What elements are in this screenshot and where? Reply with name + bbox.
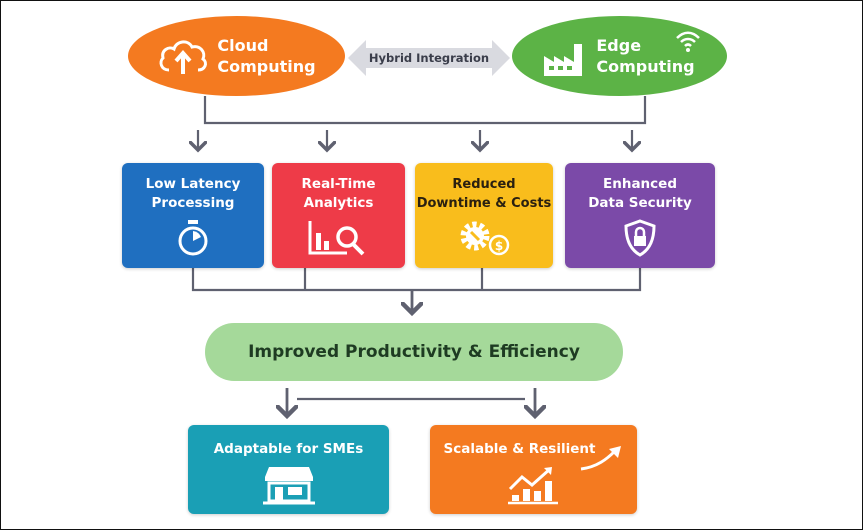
edge-title-line2: Computing (596, 57, 695, 76)
chart-magnifier-icon (308, 221, 364, 256)
edge-computing-node: Edge Computing (512, 16, 727, 96)
double-arrow-icon (348, 40, 510, 76)
wifi-icon (676, 31, 700, 52)
cloud-title-line2: Computing (217, 57, 316, 76)
benefit-title-line2: Analytics (303, 195, 374, 211)
outcome-card-scalable: Scalable & Resilient (430, 425, 637, 514)
cloud-title-line1: Cloud (217, 36, 269, 55)
edge-title-line1: Edge (596, 36, 642, 55)
benefit-title-line2: Data Security (588, 195, 692, 211)
trend-arrow-icon (580, 446, 621, 471)
shield-lock-icon (624, 219, 656, 257)
outcome-title: Scalable & Resilient (443, 441, 596, 457)
benefit-title-line1: Low Latency (145, 176, 241, 192)
benefit-title-line1: Reduced (452, 177, 516, 192)
benefit-title-line2: Processing (151, 195, 235, 211)
svg-text:$: $ (495, 239, 503, 253)
benefit-title-line1: Enhanced (603, 176, 677, 192)
top-bracket (203, 96, 647, 125)
hybrid-integration-arrow: Hybrid Integration (348, 40, 510, 76)
storefront-icon (262, 467, 315, 505)
outcome-card-smes: Adaptable for SMEs (188, 425, 389, 514)
improved-productivity-node: Improved Productivity & Efficiency (205, 323, 623, 381)
growth-chart-icon (507, 467, 558, 505)
hybrid-integration-label: Hybrid Integration (368, 51, 490, 65)
bottom-bracket (191, 268, 642, 292)
cloud-computing-node: Cloud Computing (128, 16, 345, 96)
stopwatch-icon (178, 220, 208, 256)
benefit-title-line1: Real-Time (301, 176, 376, 192)
cloud-upload-icon (159, 40, 208, 74)
factory-icon (544, 44, 583, 76)
outcome-title: Adaptable for SMEs (213, 441, 364, 457)
benefit-title-line2: Downtime & Costs (416, 196, 552, 211)
gear-coin-icon: $ (460, 221, 510, 256)
